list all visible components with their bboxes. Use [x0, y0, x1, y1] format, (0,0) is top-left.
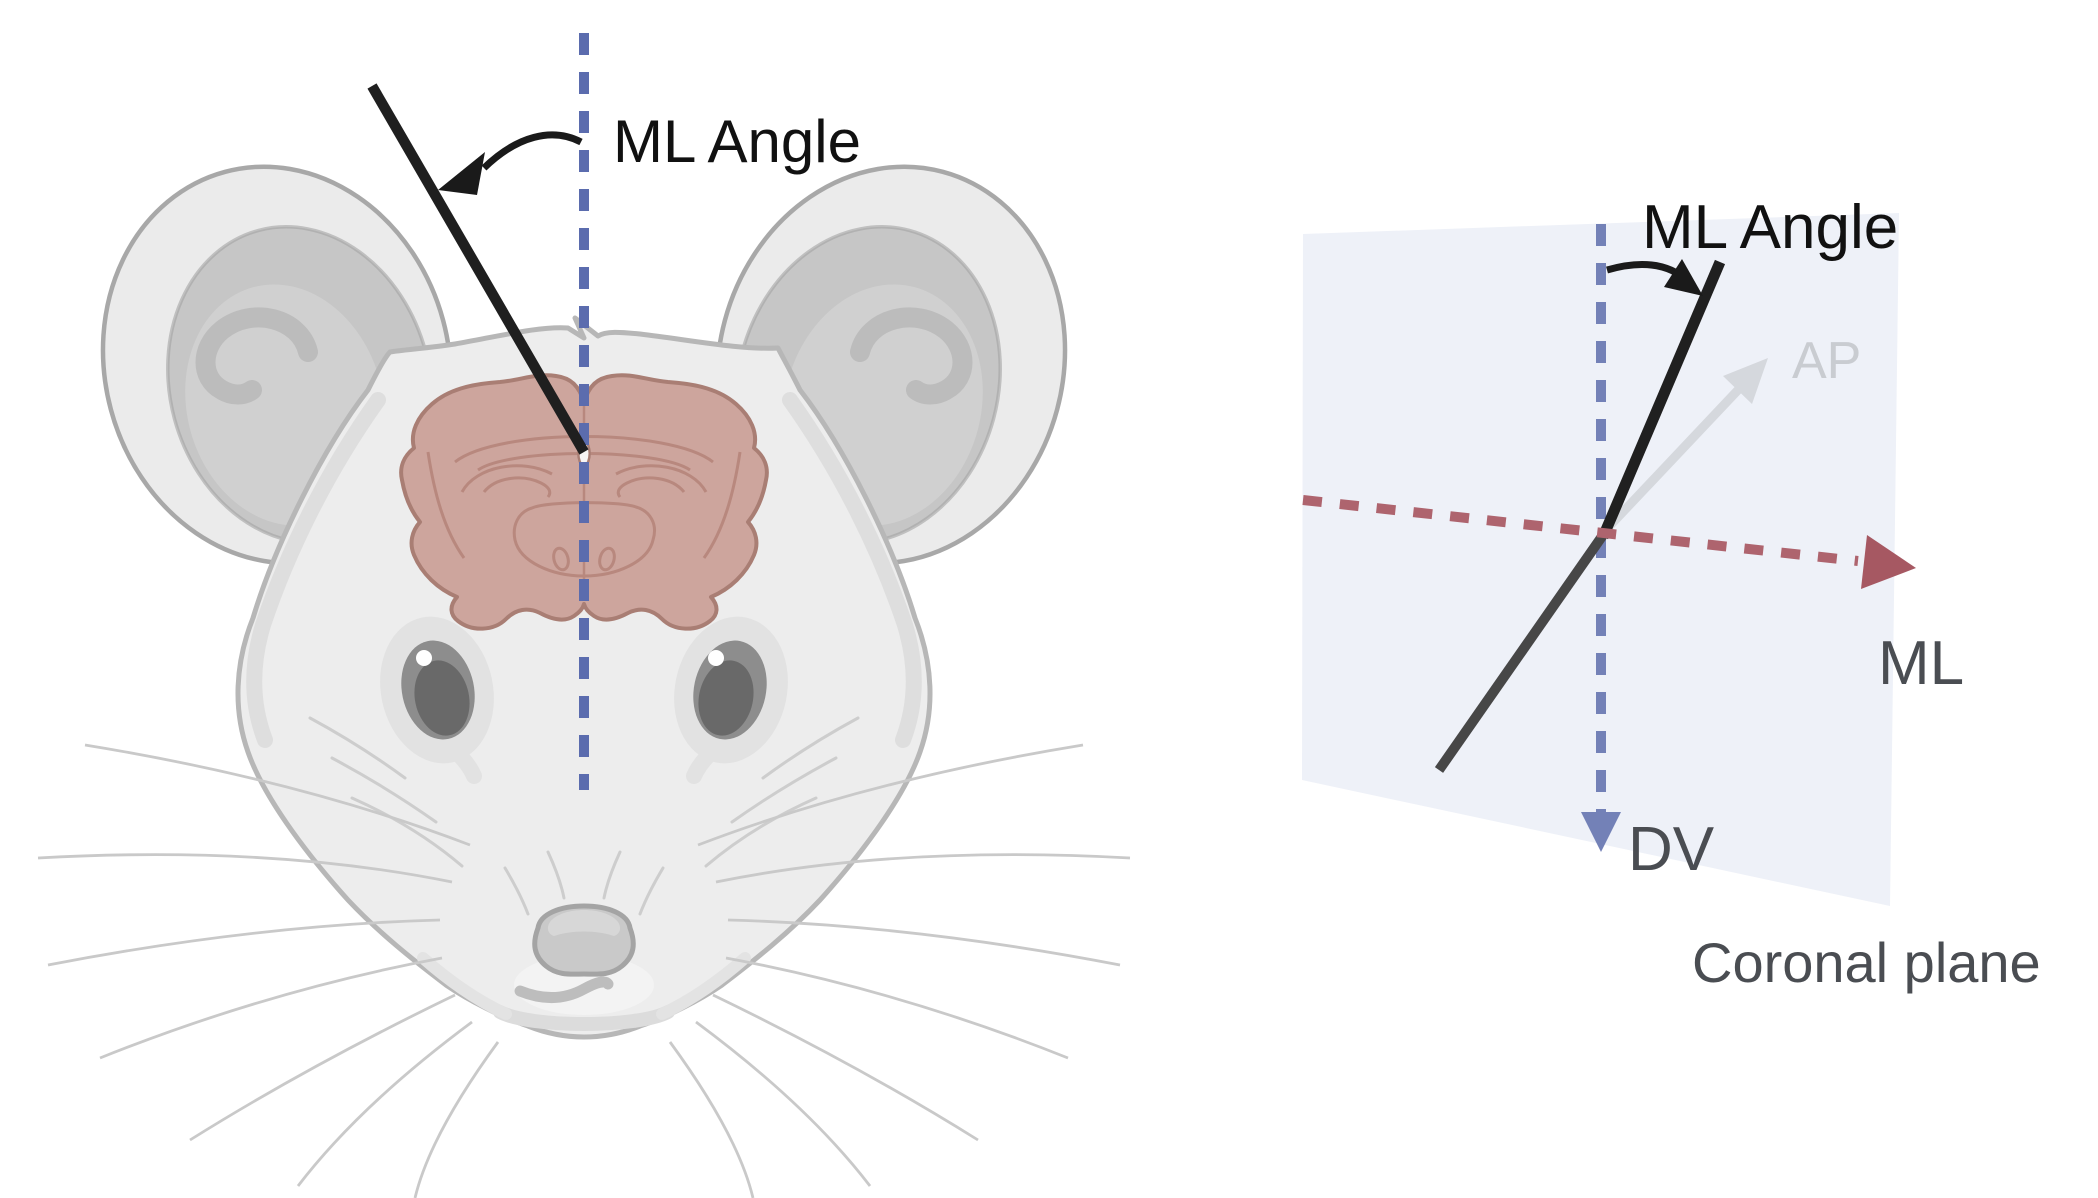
face-shading — [246, 392, 922, 1031]
mouse-eye-right — [674, 616, 788, 784]
ap-axis-label: AP — [1792, 332, 1861, 390]
ml-angle-arrowhead-icon — [438, 152, 485, 195]
mouse-eye-left — [380, 616, 494, 784]
ml-angle-annotation-left: ML Angle — [438, 108, 861, 195]
mouse-mouth — [514, 976, 614, 1004]
dv-axis-label: DV — [1628, 815, 1715, 884]
whiskers-left — [37, 743, 500, 1198]
probe-line-right — [1434, 259, 1726, 773]
ap-arrowhead-icon — [1723, 358, 1768, 404]
ml-angle-arc — [481, 131, 583, 171]
ml-arrowhead-icon — [1861, 535, 1916, 589]
ml-axis-arrow — [1302, 495, 1916, 589]
coronal-plane-label: Coronal plane — [1692, 931, 2041, 994]
dv-arrowhead-icon — [1581, 812, 1621, 852]
ear-curl-right — [850, 307, 973, 405]
ap-axis-arrow — [1599, 358, 1768, 537]
mouse-nose — [532, 903, 636, 977]
ear-curl-left — [195, 307, 318, 405]
dv-axis-arrow — [1581, 224, 1621, 852]
ml-angle-arrowhead-icon — [1664, 259, 1703, 296]
eye-highlight — [708, 650, 724, 666]
coronal-plane-diagram: ML Angle AP ML DV Coronal plane — [1302, 193, 2041, 994]
ml-angle-label-left: ML Angle — [613, 108, 861, 175]
ml-angle-annotation-right: ML Angle — [1606, 193, 1898, 296]
fur-strokes — [308, 716, 860, 916]
whiskers-right — [668, 743, 1131, 1198]
probe-line-left — [367, 83, 589, 455]
brain-anatomy-lines — [426, 404, 742, 598]
eye-highlight — [416, 650, 432, 666]
ml-axis-label: ML — [1878, 629, 1964, 698]
ml-angle-label-right: ML Angle — [1642, 193, 1898, 262]
